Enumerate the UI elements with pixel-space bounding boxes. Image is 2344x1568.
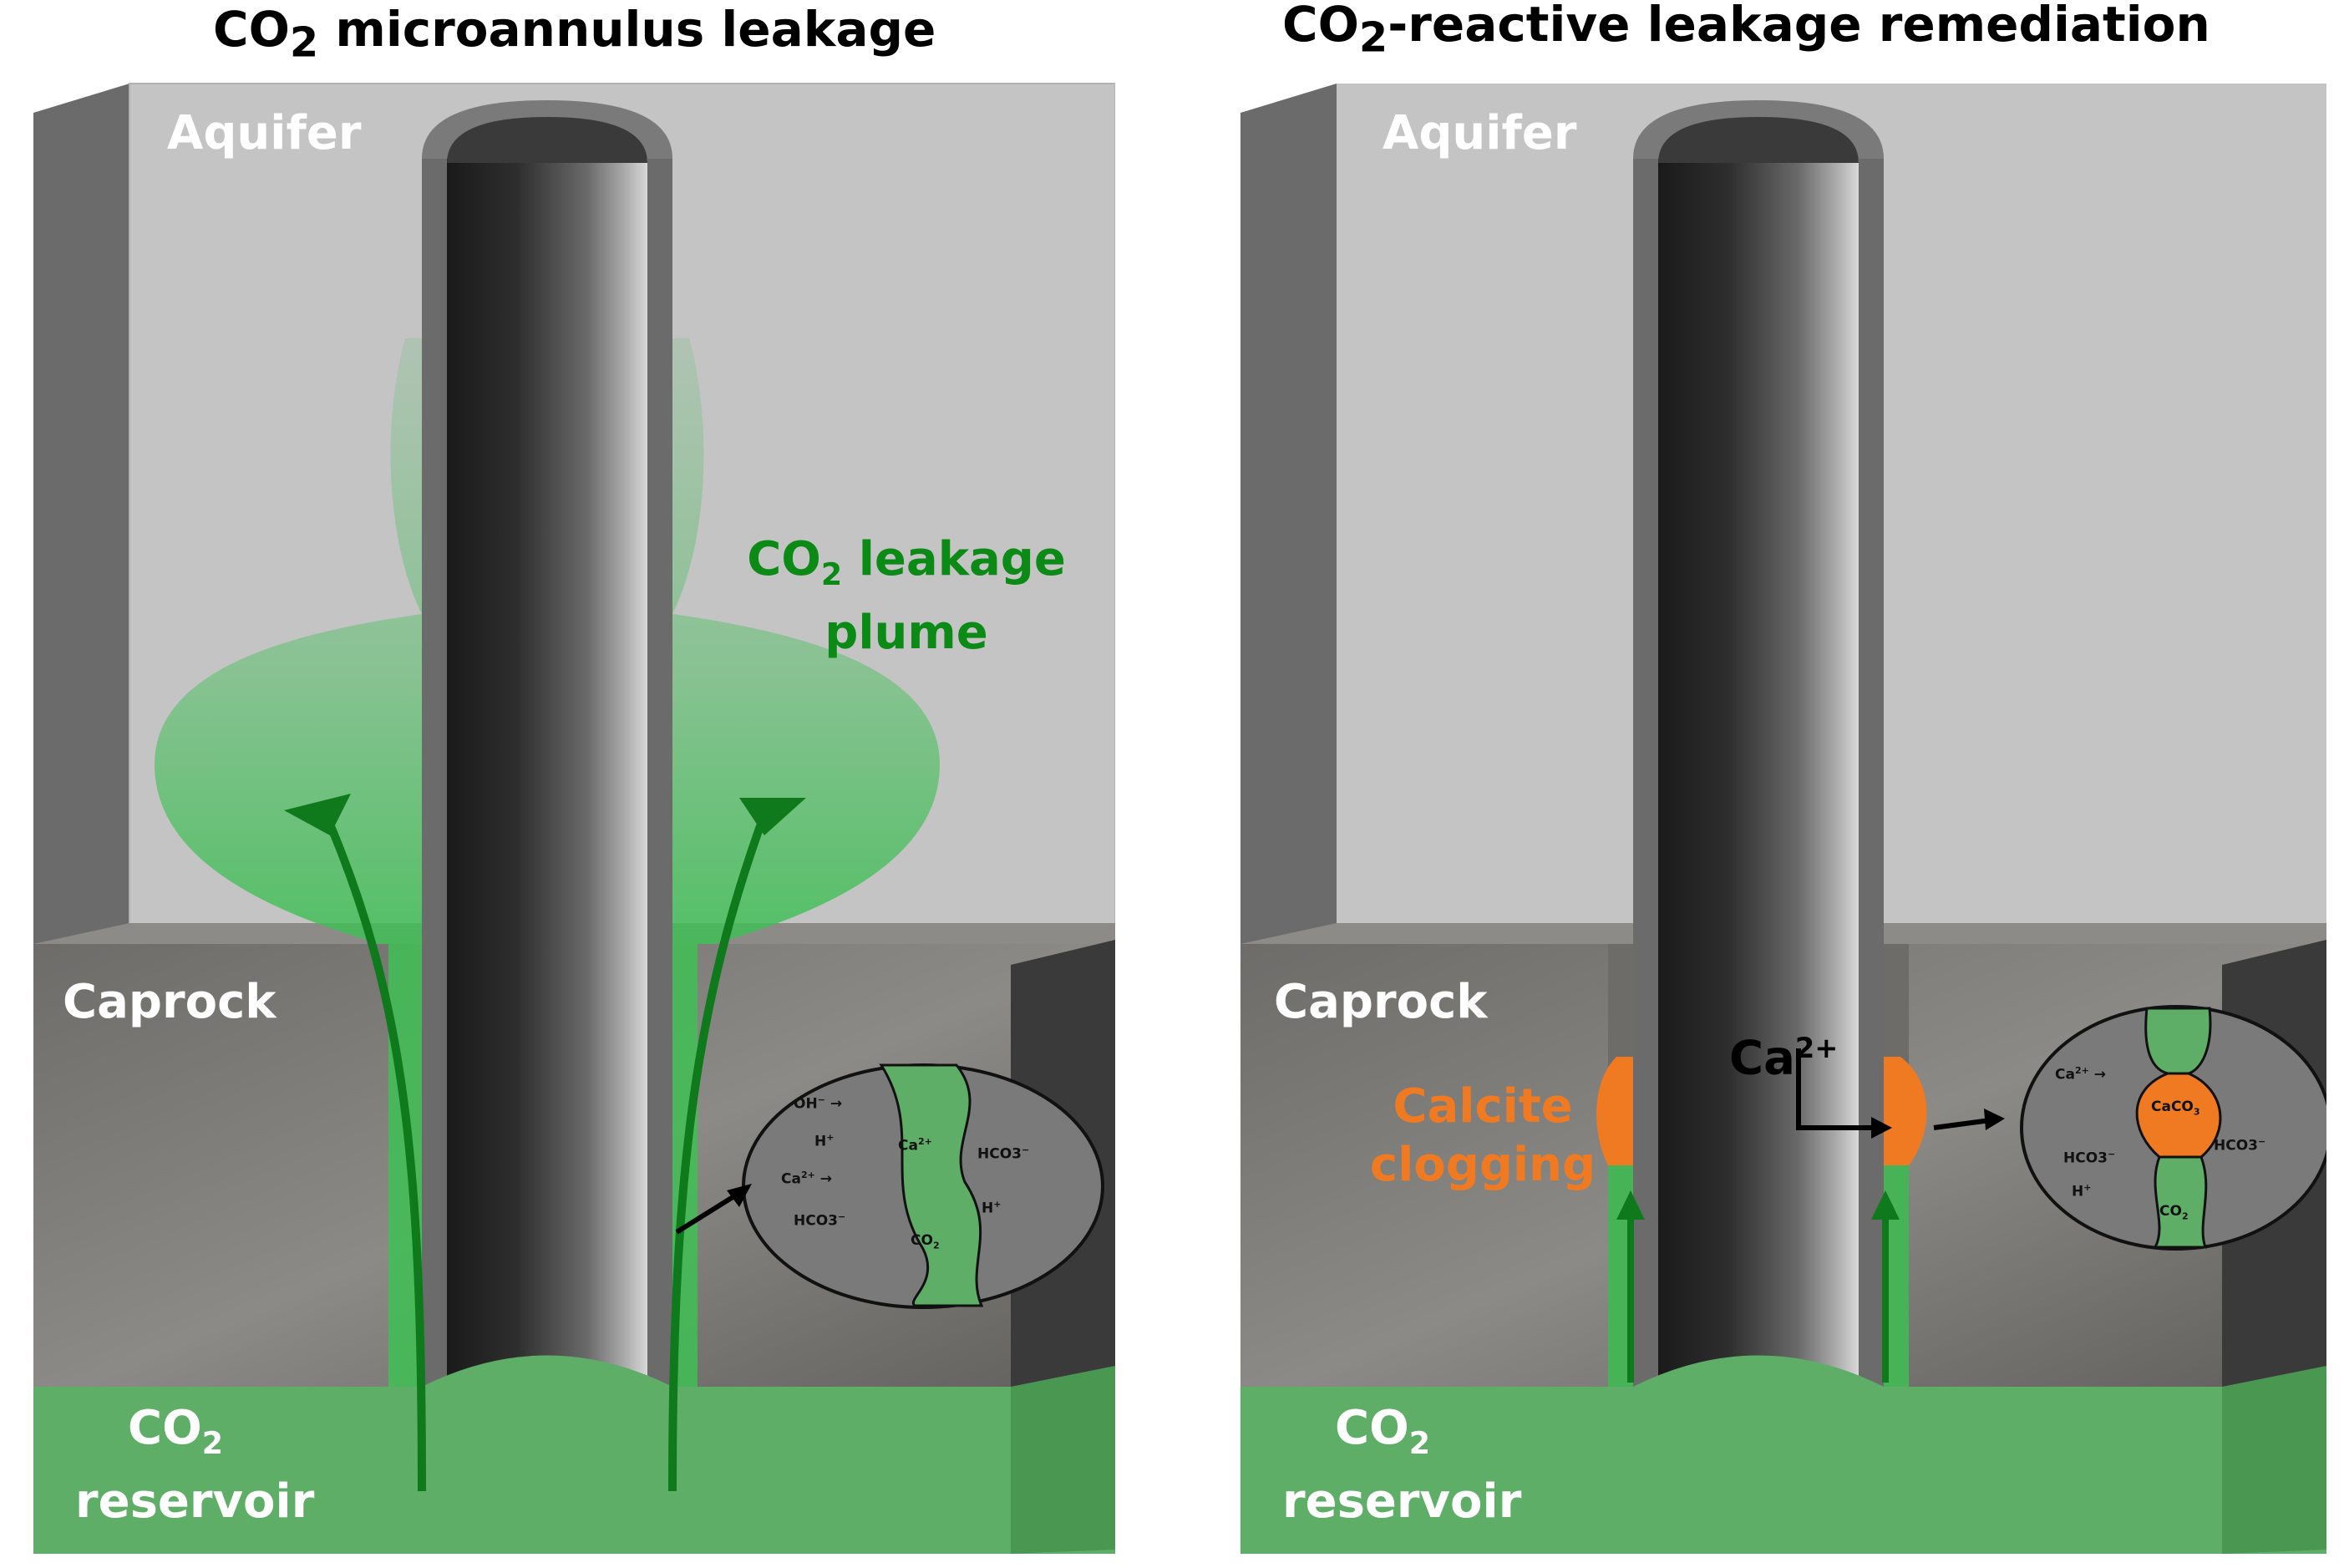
right-arrow-head	[739, 798, 806, 835]
r-inset-caco3: CaCO3	[2151, 1099, 2200, 1117]
inset-hco3-left: HCO3−	[794, 1211, 845, 1230]
ca-ion-label: Ca2+	[1729, 1019, 1838, 1088]
inset-ca-center: Ca2+	[898, 1136, 932, 1154]
plume-word: plume	[824, 606, 988, 661]
r-inset-h-text: H	[2072, 1183, 2084, 1200]
left-reservoir-label: CO2 reservoir	[75, 1399, 315, 1531]
inset-h-left-sup: +	[826, 1132, 835, 1143]
plume-co: CO	[747, 532, 821, 586]
right-caprock-label: Caprock	[1274, 975, 1488, 1029]
r-inset-hco3-right: HCO3−	[2214, 1136, 2265, 1154]
left-inset-fracture	[879, 1063, 984, 1307]
r-inset-caco3-text: CaCO	[2151, 1099, 2194, 1115]
inset-oh: OH− →	[794, 1094, 843, 1113]
r-inset-co2-text: CO	[2159, 1203, 2182, 1220]
calcite-word: Calcite	[1393, 1079, 1573, 1134]
inset-co2-text: CO	[911, 1232, 933, 1249]
r-inset-co2-sub: 2	[2181, 1210, 2189, 1222]
inset-h-right: H+	[982, 1199, 1001, 1217]
right-reservoir-word: reservoir	[1282, 1474, 1522, 1530]
r-inset-co2: CO2	[2159, 1203, 2189, 1221]
inset-h-right-text: H	[982, 1200, 994, 1217]
inset-hco3-right-text: HCO3	[977, 1145, 1022, 1163]
left-reservoir-sub: 2	[201, 1425, 224, 1462]
plume-rest: leakage	[842, 532, 1066, 586]
plume-label: CO2 leakage plume	[727, 530, 1086, 662]
left-panel: Aquifer Caprock CO2 reservoir CO2 leakag…	[29, 79, 1115, 1554]
left-title-rest: microannulus leakage	[318, 1, 936, 58]
inset-ca-center-sup: 2+	[917, 1136, 932, 1147]
r-inset-h-sup: +	[2083, 1182, 2092, 1193]
inset-ca-left-text: Ca	[781, 1170, 801, 1188]
r-inset-h: H+	[2072, 1182, 2091, 1200]
right-panel-title: CO2-reactive leakage remediation	[1282, 0, 2210, 66]
inset-hco3-left-sup: −	[837, 1211, 846, 1222]
r-inset-hco3-left: HCO3−	[2063, 1149, 2115, 1167]
left-title-co: CO	[213, 1, 290, 58]
right-reservoir-label: CO2 reservoir	[1282, 1399, 1522, 1531]
r-inset-caco3-sub: 3	[2193, 1106, 2200, 1118]
inset-hco3-left-text: HCO3	[794, 1212, 838, 1230]
inset-h-left-text: H	[814, 1133, 827, 1150]
left-panel-block-diagram	[33, 83, 1115, 1554]
r-inset-hco3-right-sup: −	[2257, 1136, 2266, 1147]
right-panel-block-diagram	[1240, 84, 2326, 1554]
right-well-pipe	[1658, 159, 1859, 1387]
right-panel: Aquifer Caprock Ca2+ Calcite clogging CO…	[1240, 79, 2326, 1554]
right-title-rest: -reactive leakage remediation	[1388, 0, 2210, 53]
r-inset-hco3-left-sup: −	[2107, 1149, 2116, 1160]
inset-ca-left: Ca2+ →	[781, 1170, 832, 1188]
inset-co2: CO2	[911, 1232, 940, 1251]
right-reservoir-sub: 2	[1408, 1425, 1431, 1462]
inset-ca-center-text: Ca	[898, 1137, 918, 1154]
reservoir-layer	[33, 1387, 1115, 1554]
ca-ion-text: Ca	[1729, 1031, 1795, 1086]
inset-ca-left-sup: 2+	[800, 1170, 815, 1180]
left-arrow-head	[284, 794, 351, 835]
left-title-sub: 2	[289, 18, 319, 67]
inset-hco3-right-sup: −	[1021, 1144, 1030, 1155]
ca-arrow	[1796, 1048, 1884, 1130]
clogging-word: clogging	[1369, 1138, 1596, 1192]
r-inset-hco3-right-text: HCO3	[2214, 1137, 2258, 1154]
inset-oh-sup: −	[817, 1094, 825, 1105]
left-panel-title: CO2 microannulus leakage	[213, 0, 936, 71]
left-flow-arrow	[322, 813, 426, 1492]
calcite-clogging-label: Calcite clogging	[1357, 1078, 1608, 1195]
r-inset-ca-sup: 2+	[2074, 1065, 2089, 1076]
right-aquifer-label: Aquifer	[1383, 106, 1577, 160]
r-inset-hco3-left-text: HCO3	[2063, 1149, 2108, 1167]
r-inset-ca: Ca2+ →	[2055, 1065, 2106, 1083]
left-caprock-label: Caprock	[63, 975, 277, 1029]
inset-oh-text: OH	[794, 1095, 818, 1113]
inset-h-right-sup: +	[993, 1199, 1002, 1210]
right-flow-arrow	[668, 813, 769, 1492]
r-inset-ca-text: Ca	[2055, 1066, 2075, 1083]
left-reservoir-word: reservoir	[75, 1474, 315, 1530]
inset-hco3-right: HCO3−	[977, 1144, 1029, 1163]
right-title-sub: 2	[1358, 13, 1388, 62]
right-reservoir-co: CO	[1334, 1401, 1409, 1455]
well-pipe	[447, 159, 647, 1387]
plume-sub: 2	[820, 556, 843, 593]
left-reservoir-co: CO	[127, 1401, 202, 1455]
right-title-co: CO	[1282, 0, 1359, 53]
ca-ion-sup: 2+	[1794, 1032, 1839, 1064]
left-aquifer-label: Aquifer	[167, 106, 362, 160]
right-reservoir-layer	[1240, 1387, 2326, 1554]
inset-co2-sub: 2	[932, 1240, 940, 1251]
inset-h-left: H+	[814, 1132, 834, 1150]
